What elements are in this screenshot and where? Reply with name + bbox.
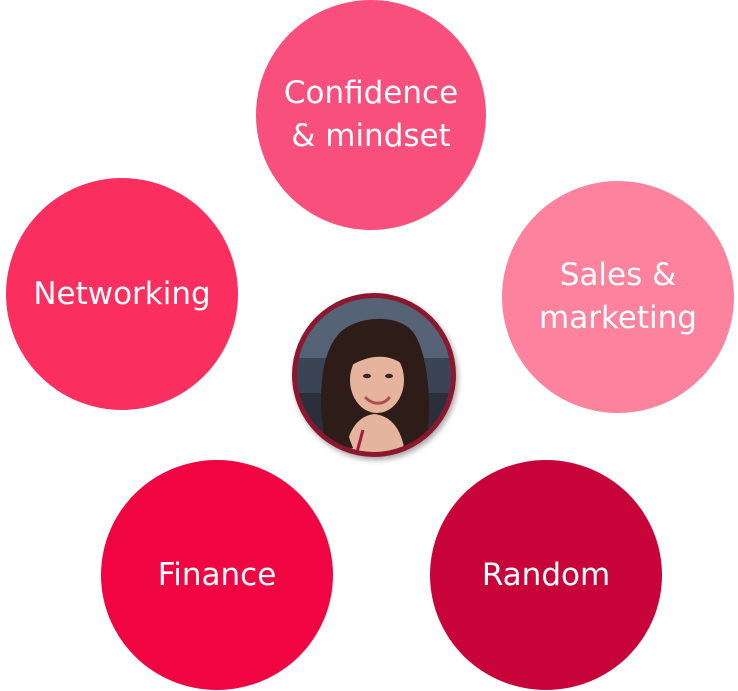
topic-label: Finance (157, 556, 277, 593)
portrait-photo (297, 298, 451, 452)
topic-finance: Finance (101, 460, 333, 690)
topic-label: Networking (33, 275, 211, 312)
topic-label: Confidence & mindset (283, 75, 459, 154)
topic-networking: Networking (6, 178, 238, 410)
center-portrait (292, 293, 456, 457)
topic-random: Random (430, 460, 662, 690)
topic-label: Random (481, 556, 611, 593)
topic-confidence-mindset: Confidence & mindset (256, 0, 486, 230)
topic-sales-marketing: Sales & marketing (502, 181, 734, 413)
topic-label: Sales & marketing (539, 257, 697, 336)
